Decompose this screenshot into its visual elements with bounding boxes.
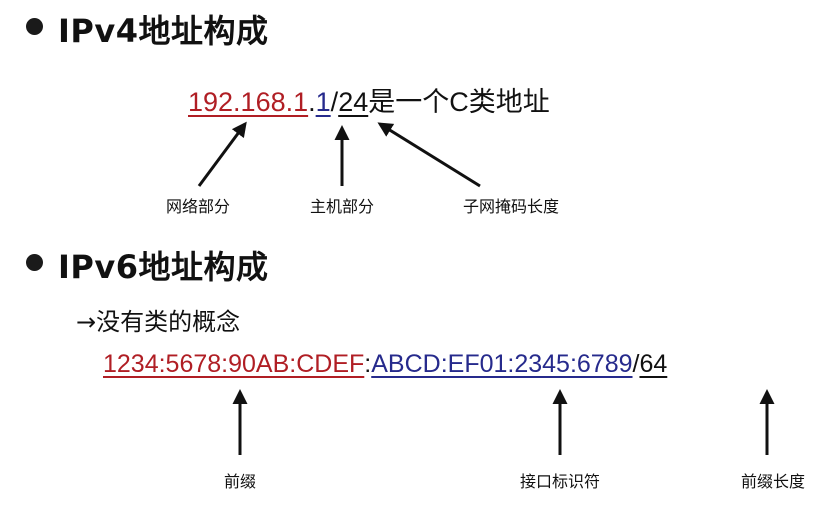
label-prefix-length: 前缀长度 [740,472,806,491]
ipv6-heading: IPv6地址构成 [58,248,269,286]
ipv6-slash: / [632,350,640,378]
ipv4-network-part: 192.168.1 [188,87,309,117]
label-host-part: 主机部分 [309,197,375,216]
ipv4-slash: / [330,87,339,117]
bullet-ipv4 [26,18,43,35]
label-interface-id: 接口标识符 [519,472,601,491]
bullet-ipv6 [26,254,43,271]
ipv6-address: 1234:5678:90AB:CDEF:ABCD:EF01:2345:6789/… [103,350,667,379]
ipv4-class-note: 是一个C类地址 [368,87,550,117]
ipv4-address: 192.168.1.1/24是一个C类地址 [188,80,550,119]
ipv6-prefix-part: 1234:5678:90AB:CDEF [103,350,365,378]
ipv4-host-part: 1 [315,87,331,117]
ipv6-note: →没有类的概念 [76,308,241,336]
ipv6-interface-part: ABCD:EF01:2345:6789 [371,350,633,378]
ipv4-dot: . [308,87,316,117]
ipv6-colon: : [364,350,372,378]
label-subnet-mask-length: 子网掩码长度 [462,197,560,216]
ipv4-heading: IPv4地址构成 [58,12,269,50]
label-prefix: 前缀 [223,472,257,491]
ipv6-prefix-length: 64 [639,350,668,378]
label-network-part: 网络部分 [165,197,231,216]
arrow-to-network-part [197,121,247,187]
ipv4-prefix-length: 24 [338,87,369,117]
arrow-to-subnet-mask-length [377,122,481,188]
